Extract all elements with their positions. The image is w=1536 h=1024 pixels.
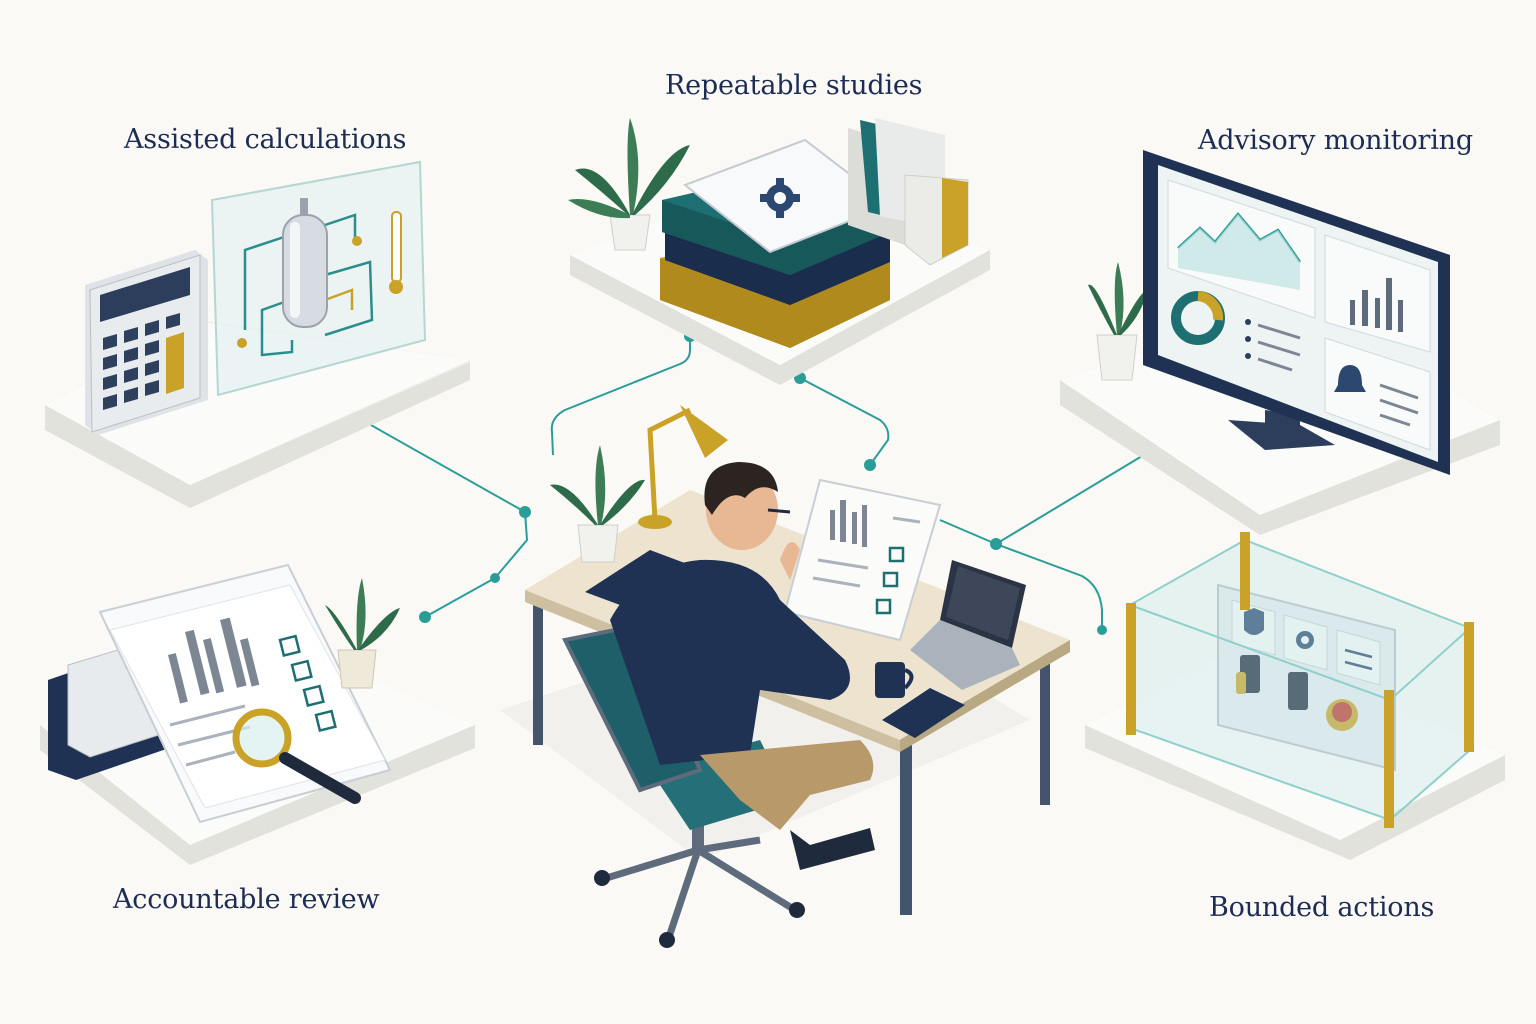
report-document (98, 563, 392, 824)
connector-lines (361, 336, 1163, 630)
accountable-review-station (40, 563, 475, 865)
sliders-icon (1344, 648, 1373, 671)
glass-enclosure (1126, 532, 1474, 828)
advisory-monitoring-station (1060, 150, 1500, 535)
binder-stack (660, 138, 893, 348)
file-holder (848, 118, 969, 266)
coffee-mug-icon (875, 662, 914, 698)
laptop-icon (910, 560, 1026, 690)
assisted-calculations-station (45, 160, 470, 508)
checklist-document (783, 478, 942, 642)
central-workstation (500, 405, 1070, 948)
plant-icon-review (325, 578, 400, 689)
desk-lamp-icon (638, 405, 728, 529)
control-panel (1217, 583, 1396, 772)
calculator-icon (85, 250, 208, 435)
plant-icon-monitor (1088, 262, 1148, 381)
label-bounded-actions: Bounded actions (1209, 892, 1435, 923)
process-diagram-panel (210, 160, 427, 397)
repeatable-studies-station (568, 118, 990, 385)
person-figure (610, 462, 875, 870)
gear-icon-panel (1296, 631, 1314, 649)
label-advisory-monitoring: Advisory monitoring (1198, 125, 1473, 156)
bounded-actions-station (1085, 532, 1505, 860)
shield-icon (1244, 608, 1264, 635)
label-accountable-review: Accountable review (113, 884, 380, 915)
plant-icon (568, 118, 690, 251)
gear-icon (760, 178, 800, 218)
label-repeatable-studies: Repeatable studies (665, 70, 923, 101)
magnifier-icon (232, 708, 361, 804)
plant-icon-desk (550, 445, 645, 563)
monitor-icon (1143, 150, 1450, 475)
label-assisted-calculations: Assisted calculations (124, 124, 407, 155)
